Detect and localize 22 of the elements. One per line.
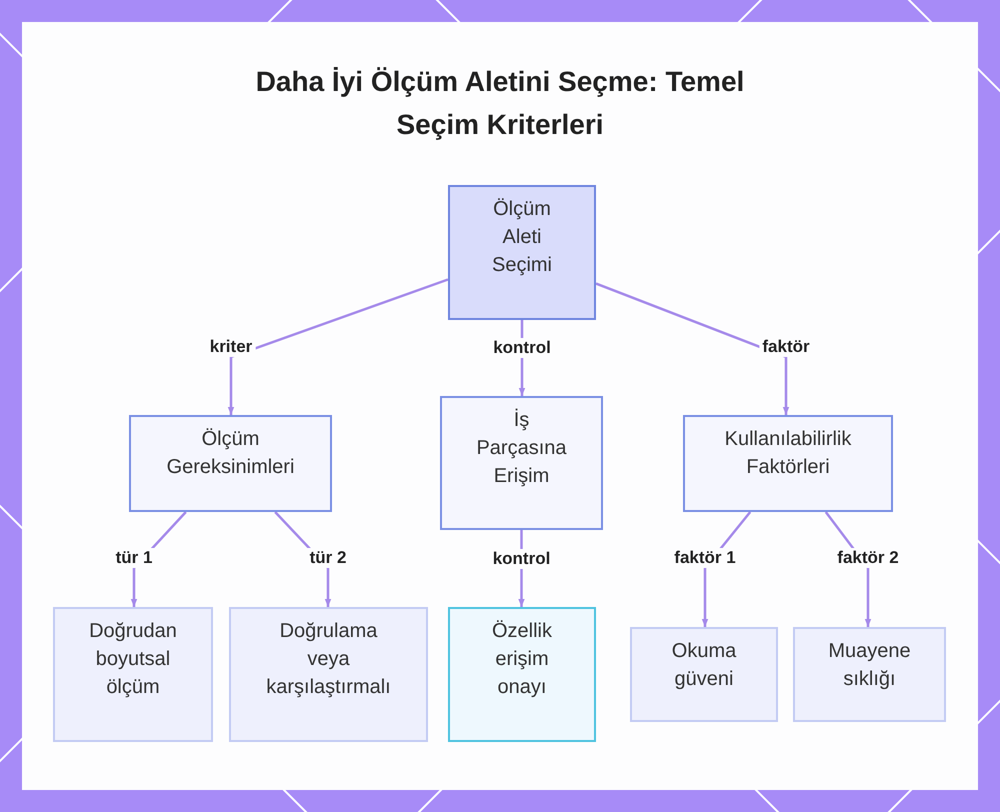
node-label: Muayene sıklığı [827, 639, 912, 692]
diagram-title: Daha İyi Ölçüm Aletini Seçme: Temel Seçim Kriterleri [254, 65, 746, 142]
node-label: Doğrulama veya karşılaştırmalı [265, 619, 392, 700]
node-label: Özellik erişim onayı [490, 619, 553, 700]
node-label: Ölçüm Aleti Seçimi [490, 197, 553, 278]
connector-arrow [596, 282, 790, 415]
highlight-box [448, 607, 596, 742]
leaf-box [53, 607, 213, 742]
leaf-box [229, 607, 428, 742]
category-box [683, 415, 893, 512]
connector-arrow [228, 278, 448, 415]
node-label: Doğrudan boyutsal ölçüm [88, 619, 178, 700]
leaf-box [793, 627, 946, 722]
edge-label: tür 1 [112, 548, 156, 568]
category-box [129, 415, 332, 512]
category-box [440, 396, 603, 530]
node-label: Okuma güveni [670, 639, 738, 692]
node-label: Ölçüm Gereksinimleri [166, 427, 296, 480]
node-label: Kullanılabilirlik Faktörleri [724, 427, 852, 480]
root-box [448, 185, 596, 320]
leaf-box [630, 627, 778, 722]
node-label: İş Parçasına Erişim [475, 408, 568, 489]
